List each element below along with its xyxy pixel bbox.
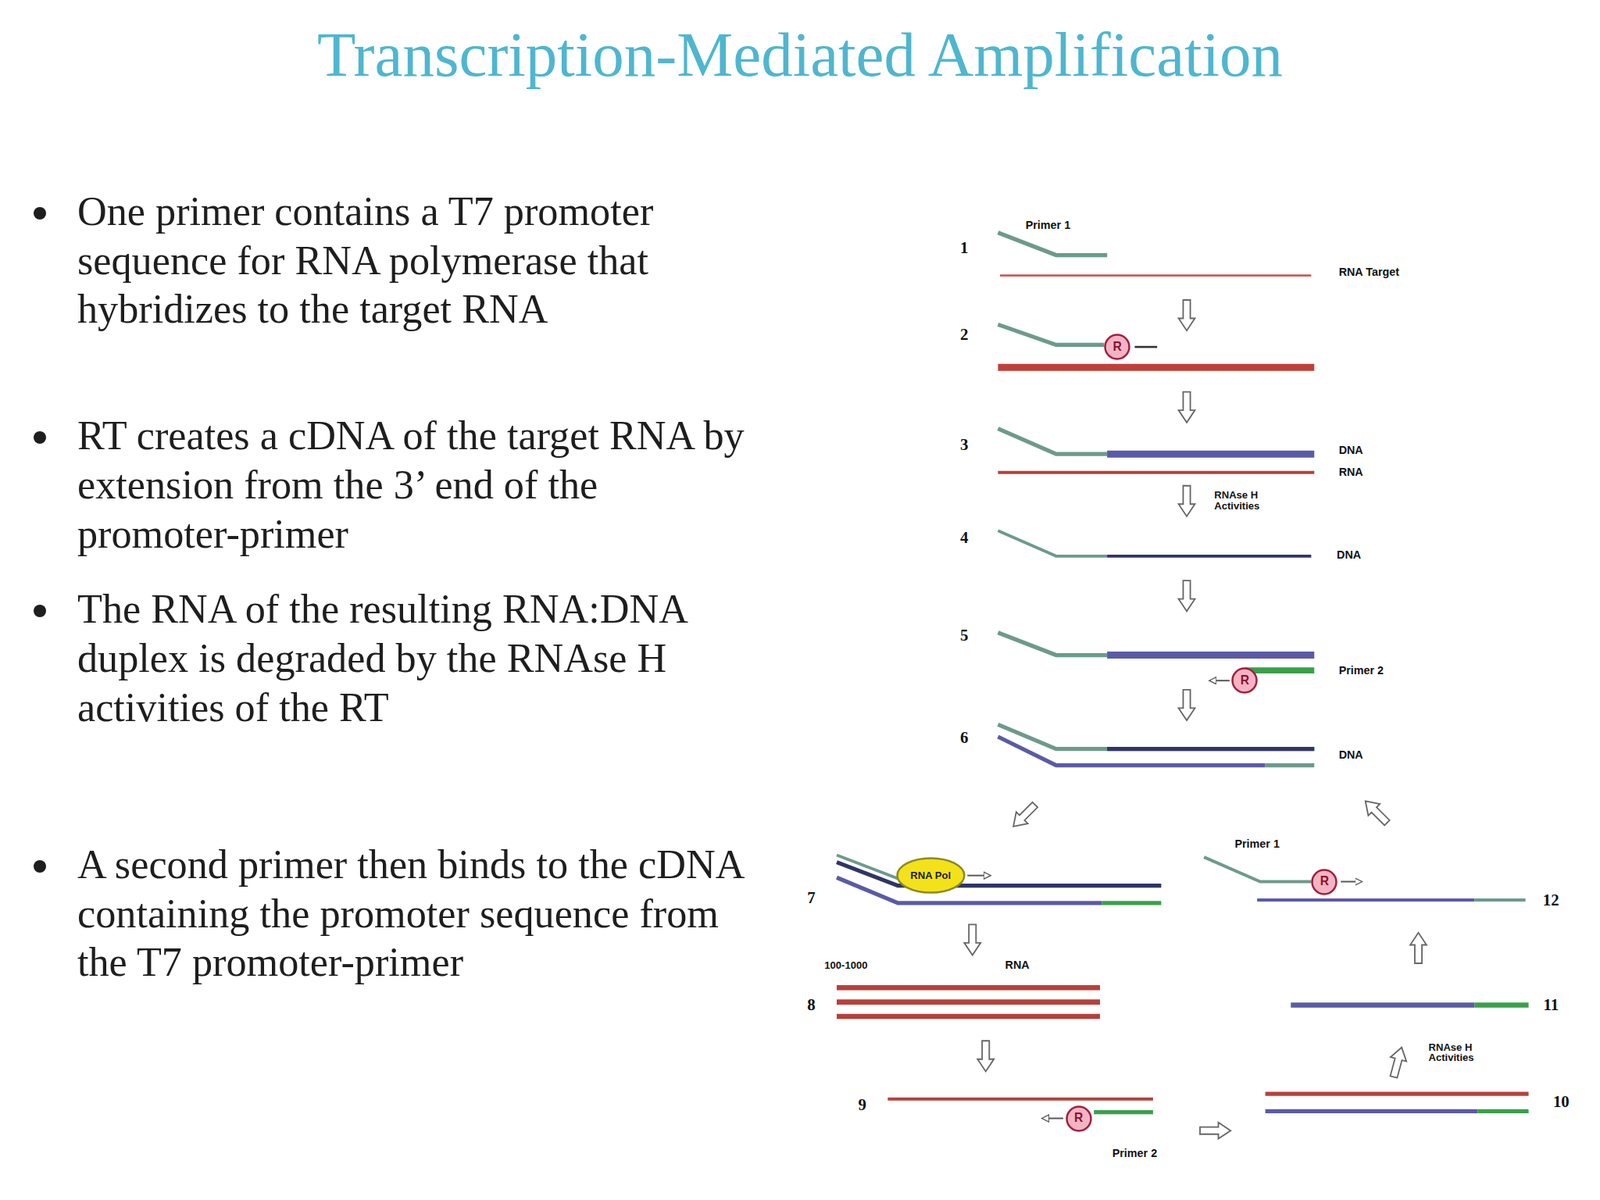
step-arrow <box>1178 392 1196 423</box>
bullet-text: The RNA of the resulting RNA:DNA duplex … <box>63 584 758 732</box>
enzyme-circle: R <box>1231 667 1258 694</box>
dna-strand <box>1107 746 1315 751</box>
bullet-text: RT creates a cDNA of the target RNA by e… <box>63 410 758 558</box>
strand-label: Primer 1 <box>1234 838 1279 850</box>
extension-arrow <box>1340 881 1361 883</box>
step-arrow <box>1178 485 1196 517</box>
strand-label: RNAse H Activities <box>1214 489 1278 511</box>
step-arrow <box>1178 689 1196 721</box>
extension-arrow <box>1042 1117 1064 1120</box>
primer-strand <box>997 530 1108 557</box>
primer-strand <box>1093 1110 1154 1115</box>
enzyme-circle: R <box>1310 868 1338 896</box>
extension-arrow <box>1134 346 1158 349</box>
dna-strand <box>997 724 1315 749</box>
transcription-arrow <box>967 875 990 877</box>
node-text: R <box>1310 868 1338 896</box>
polymerase-ellipse: RNA Pol <box>896 857 966 894</box>
primer-strand <box>997 324 1104 345</box>
strand-label: Primer 2 <box>1339 664 1384 677</box>
step-arrow <box>1200 1122 1231 1140</box>
rna-strand <box>836 999 1100 1005</box>
primer-strand <box>1203 857 1311 882</box>
rna-strand <box>997 364 1315 372</box>
dna-strand <box>1265 1109 1479 1114</box>
strand-label: DNA <box>1339 444 1364 457</box>
rna-strand <box>836 1014 1100 1020</box>
primer-strand <box>1244 667 1315 674</box>
step-arrow <box>1359 795 1393 829</box>
bullet-list: A second primer then binds to the cDNA c… <box>63 839 758 987</box>
primer-strand <box>1474 898 1525 902</box>
callout-number: 12 <box>1535 892 1567 909</box>
strand-label: DNA <box>1336 549 1361 561</box>
rna-strand <box>836 985 1100 991</box>
step-arrow <box>964 924 981 955</box>
strand-label: Primer 1 <box>1025 219 1071 232</box>
primer-strand <box>997 632 1108 656</box>
dna-strand <box>1290 1002 1475 1008</box>
strand-label: RNA <box>1339 466 1364 479</box>
bullet-text: One primer contains a T7 promoter sequen… <box>63 186 758 334</box>
enzyme-circle: R <box>1103 333 1131 361</box>
step-arrow <box>977 1040 994 1072</box>
primer-strand <box>1477 1109 1529 1114</box>
rna-strand <box>1265 1092 1529 1097</box>
strand-label: RNA Target <box>1339 266 1400 279</box>
strand-label: 100-1000 <box>824 960 868 972</box>
dna-strand <box>1107 450 1315 458</box>
strand-label: DNA <box>1339 749 1364 761</box>
callout-number: 1 <box>949 239 980 257</box>
callout-number: 10 <box>1546 1093 1577 1111</box>
primer-strand <box>1102 900 1162 905</box>
step-arrow <box>1178 300 1196 331</box>
primer-strand <box>997 428 1108 455</box>
callout-number: 9 <box>846 1096 878 1114</box>
step-arrow <box>1410 932 1427 964</box>
strand-label: Primer 2 <box>1112 1147 1158 1160</box>
dna-strand <box>836 877 1103 904</box>
node-text: R <box>1103 333 1131 361</box>
node-text: R <box>1231 667 1258 694</box>
callout-number: 8 <box>796 996 827 1014</box>
dna-strand <box>1107 554 1311 558</box>
bullet-list: One primer contains a T7 promoter sequen… <box>63 186 758 334</box>
extension-arrow <box>1210 679 1230 682</box>
step-arrow <box>1385 1045 1410 1079</box>
bullet-list: RT creates a cDNA of the target RNA by e… <box>63 410 758 558</box>
rna-strand <box>997 471 1315 475</box>
primer-strand <box>1265 763 1315 768</box>
primer-strand <box>1474 1002 1529 1008</box>
dna-strand <box>1107 651 1315 659</box>
rna-strand <box>887 1097 1154 1101</box>
callout-number: 6 <box>949 729 980 747</box>
callout-number: 7 <box>796 889 827 907</box>
node-text: RNA Pol <box>896 857 966 894</box>
callout-number: 11 <box>1535 996 1567 1014</box>
callout-number: 2 <box>949 326 980 343</box>
slide-title: Transcription-Mediated Amplification <box>0 18 1600 92</box>
callout-number: 5 <box>949 627 980 644</box>
strand-label: RNAse H Activities <box>1428 1042 1493 1064</box>
primer-strand <box>997 232 1108 256</box>
callout-number: 4 <box>949 529 980 547</box>
enzyme-circle: R <box>1065 1105 1093 1133</box>
callout-number: 3 <box>949 436 980 454</box>
dna-strand <box>1257 898 1475 902</box>
rna-strand <box>1000 274 1311 277</box>
step-arrow <box>1007 799 1041 833</box>
strand-label: RNA <box>1005 959 1030 972</box>
node-text: R <box>1065 1105 1093 1133</box>
dna-strand <box>997 736 1265 766</box>
bullet-text: A second primer then binds to the cDNA c… <box>63 839 758 987</box>
bullet-list: The RNA of the resulting RNA:DNA duplex … <box>63 584 758 732</box>
step-arrow <box>1178 580 1196 611</box>
